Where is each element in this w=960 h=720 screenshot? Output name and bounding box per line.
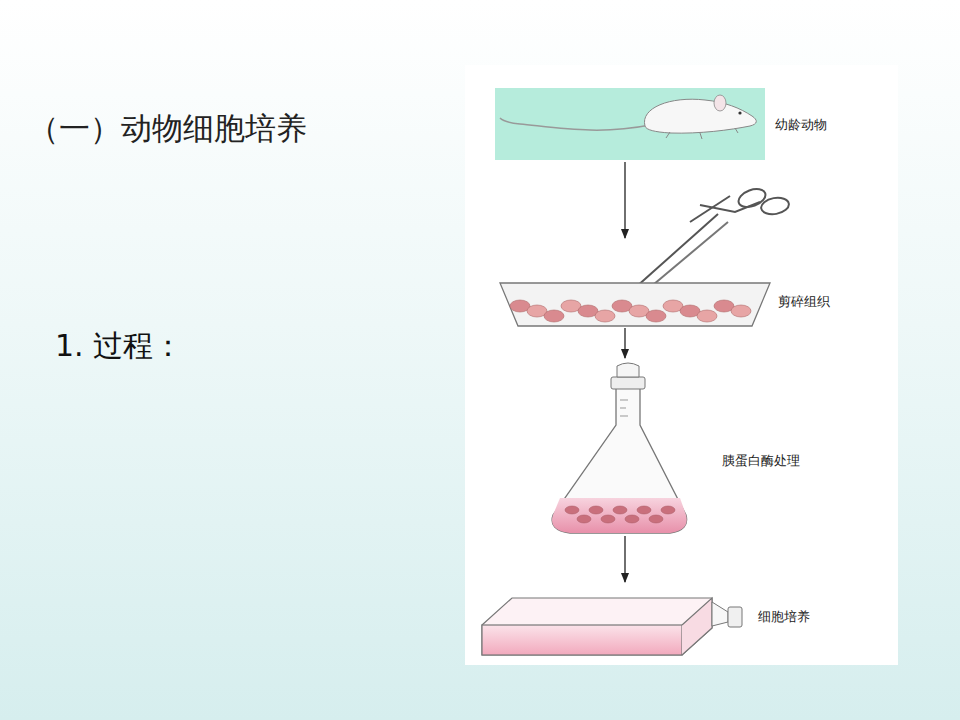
image-panel xyxy=(465,65,898,665)
flask-figure xyxy=(552,363,687,533)
process-step: 胰蛋白酶处理 xyxy=(495,358,890,536)
step-label: 细胞培养 xyxy=(758,608,810,626)
flow-arrow xyxy=(624,162,625,238)
process-step: 细胞培养 xyxy=(478,582,888,658)
culture-flask-figure xyxy=(482,598,742,655)
mouse-figure xyxy=(495,88,765,160)
petri-dish-figure xyxy=(500,283,770,326)
process-step: 幼龄动物 xyxy=(495,86,890,162)
flow-arrow xyxy=(624,328,625,358)
step-label: 胰蛋白酶处理 xyxy=(722,452,800,470)
step-label: 剪碎组织 xyxy=(778,293,830,311)
flow-arrow xyxy=(624,536,625,582)
section-label: 1. 过程： xyxy=(55,326,183,367)
process-step: 剪碎组织 xyxy=(495,238,890,328)
step-label: 幼龄动物 xyxy=(775,116,827,134)
slide-title: （一）动物细胞培养 xyxy=(28,108,307,150)
